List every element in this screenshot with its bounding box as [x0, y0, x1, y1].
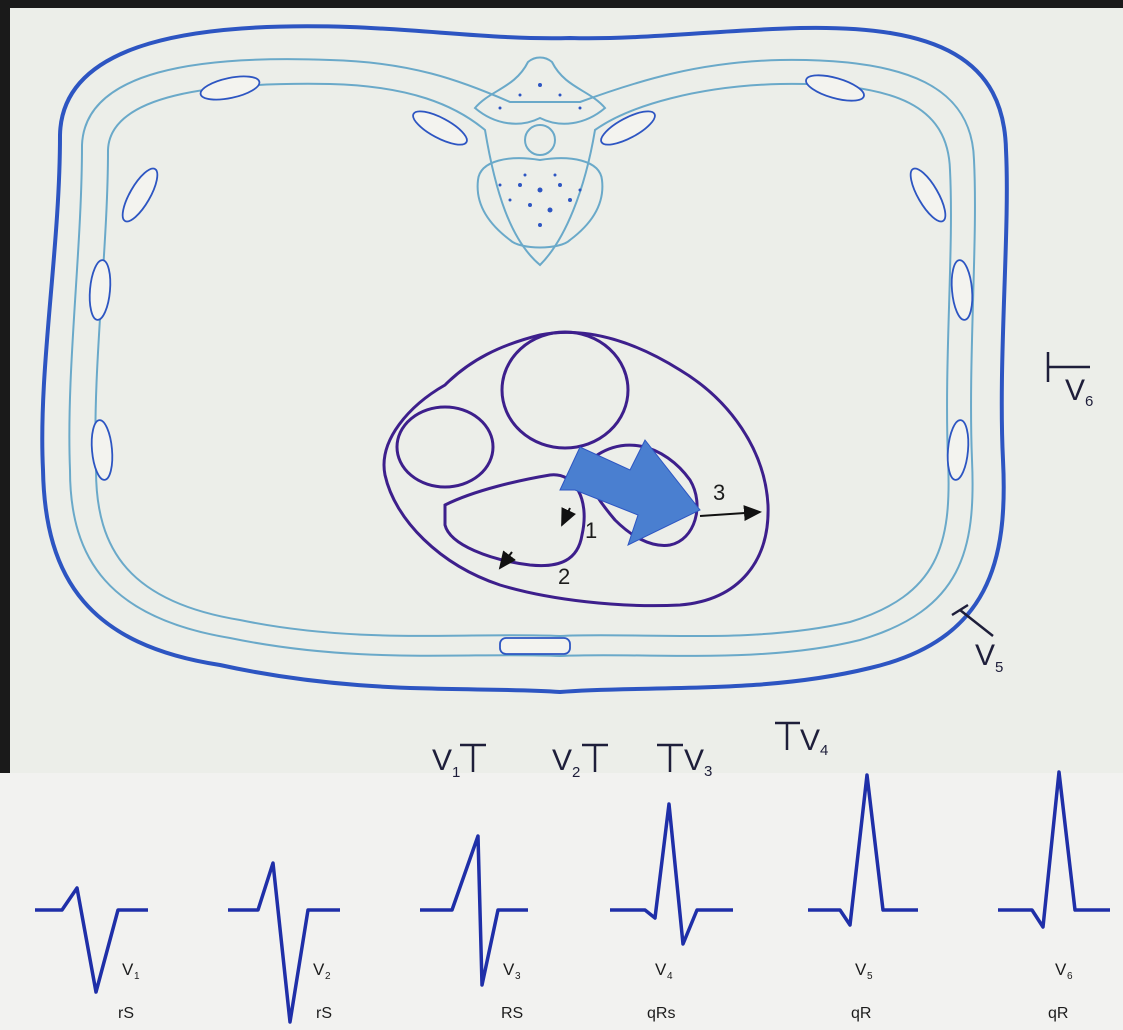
marker-2-label: 2 — [558, 564, 570, 589]
marker-3-label: 3 — [713, 480, 725, 505]
ecg-trace-v5 — [808, 775, 918, 925]
electrode-v5: V 5 — [952, 605, 1003, 676]
svg-text:qRs: qRs — [647, 1005, 675, 1022]
svg-text:V: V — [122, 960, 134, 979]
svg-text:V: V — [655, 960, 667, 979]
svg-text:V: V — [1065, 374, 1085, 407]
svg-text:V: V — [800, 724, 820, 757]
waveform-label-v2: V 2 rS — [313, 960, 332, 1022]
svg-text:6: 6 — [1067, 971, 1073, 982]
electrode-v4: V 4 — [775, 723, 828, 759]
electrode-v1: V 1 — [432, 744, 486, 781]
waveform-label-v3: V 3 RS — [501, 960, 523, 1022]
svg-text:qR: qR — [1048, 1005, 1068, 1022]
svg-text:4: 4 — [667, 971, 673, 982]
svg-text:6: 6 — [1085, 393, 1093, 410]
svg-text:3: 3 — [515, 971, 521, 982]
thickness-arrow-1 — [562, 508, 570, 525]
thickness-arrow-3 — [700, 512, 760, 516]
svg-text:1: 1 — [134, 971, 140, 982]
vector-arrow — [560, 440, 700, 545]
svg-text:rS: rS — [316, 1005, 332, 1022]
svg-text:V: V — [1055, 960, 1067, 979]
svg-text:V: V — [432, 744, 452, 777]
marker-1-label: 1 — [585, 518, 597, 543]
ecg-trace-v4 — [610, 804, 733, 944]
svg-text:V: V — [313, 960, 325, 979]
electrode-v6: V 6 — [1048, 352, 1093, 410]
svg-text:V: V — [975, 639, 995, 672]
waveform-label-v4: V 4 qRs — [647, 960, 675, 1022]
svg-text:V: V — [684, 744, 704, 777]
thorax-rib-layer — [69, 59, 975, 656]
electrode-v3: V 3 — [657, 744, 712, 780]
svg-text:V: V — [552, 744, 572, 777]
waveform-label-v1: V 1 rS — [118, 960, 140, 1022]
svg-text:5: 5 — [867, 971, 873, 982]
svg-text:RS: RS — [501, 1005, 523, 1022]
svg-text:2: 2 — [572, 764, 580, 781]
svg-text:V: V — [855, 960, 867, 979]
svg-text:4: 4 — [820, 742, 828, 759]
waveform-label-v5: V 5 qR — [851, 960, 873, 1022]
waveform-label-v6: V 6 qR — [1048, 960, 1073, 1022]
svg-text:rS: rS — [118, 1005, 134, 1022]
svg-text:2: 2 — [325, 971, 331, 982]
svg-text:5: 5 — [995, 659, 1003, 676]
svg-text:1: 1 — [452, 764, 460, 781]
svg-text:V: V — [503, 960, 515, 979]
svg-text:qR: qR — [851, 1005, 871, 1022]
svg-text:3: 3 — [704, 763, 712, 780]
electrode-v2: V 2 — [552, 744, 608, 781]
ecg-trace-v6 — [998, 772, 1110, 927]
thorax-inner-lining — [95, 84, 951, 636]
ecg-trace-v2 — [228, 863, 340, 1022]
